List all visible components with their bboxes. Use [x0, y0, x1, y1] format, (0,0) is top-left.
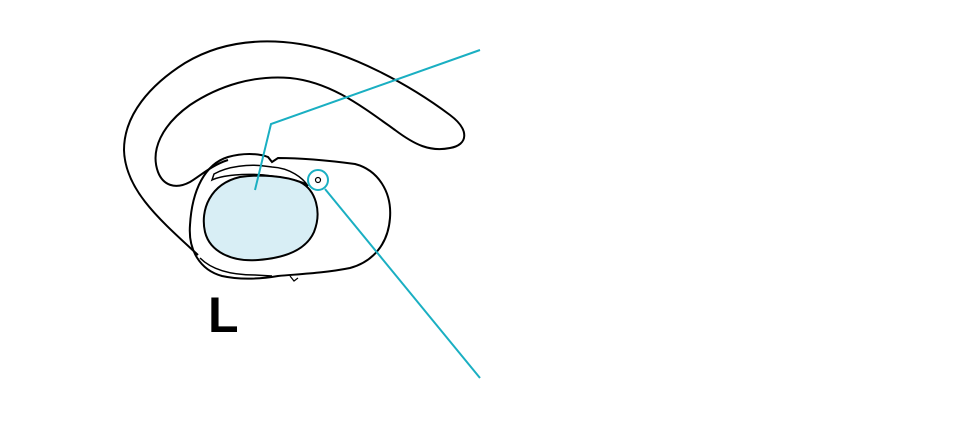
- earbud-bottom-seam: [199, 257, 273, 277]
- left-side-label: L: [208, 287, 239, 343]
- ear-hook-outline: [122, 40, 466, 256]
- touch-sensor-area: [202, 174, 319, 262]
- earbud-housing-outline: [188, 153, 392, 280]
- microphone-leader-line: [324, 188, 481, 379]
- microphone-callout-circle: [307, 169, 329, 191]
- earbud-notch: [289, 275, 299, 282]
- touch-sensor-leader-line: [254, 49, 481, 191]
- microphone-hole: [314, 176, 322, 184]
- earbud-inner-outline: [210, 164, 309, 187]
